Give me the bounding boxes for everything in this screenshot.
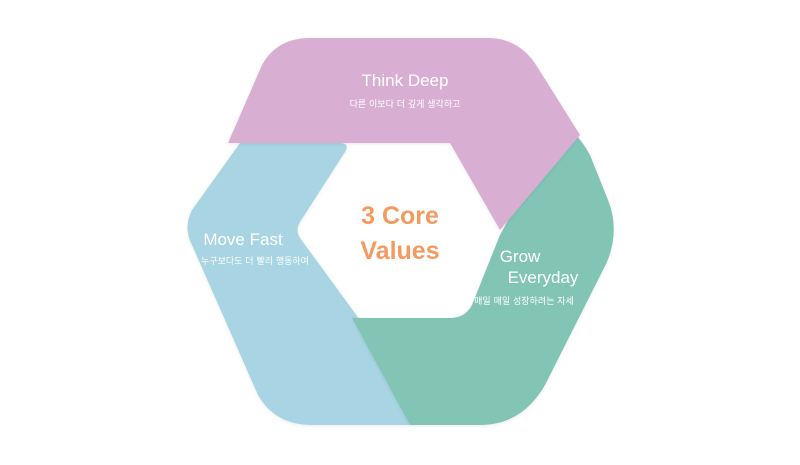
- move-fast-title: Move Fast: [203, 230, 283, 249]
- move-fast-subtitle: 누구보다도 더 빨리 행동하여: [201, 255, 309, 267]
- center-title-line2: Values: [360, 237, 439, 265]
- segment-move-fast: [187, 143, 410, 425]
- grow-everyday-title-line2: Everyday: [508, 268, 579, 287]
- grow-everyday-subtitle: 매일 매일 성장하려는 자세: [474, 296, 574, 307]
- think-deep-title: Think Deep: [362, 71, 449, 90]
- think-deep-subtitle: 다른 이보다 더 깊게 생각하고: [350, 98, 461, 110]
- segment-grow-everyday: [352, 125, 614, 425]
- grow-everyday-title-line1: Grow: [500, 247, 541, 266]
- center-title-line1: 3 Core: [361, 202, 439, 230]
- segment-think-deep: [228, 38, 580, 230]
